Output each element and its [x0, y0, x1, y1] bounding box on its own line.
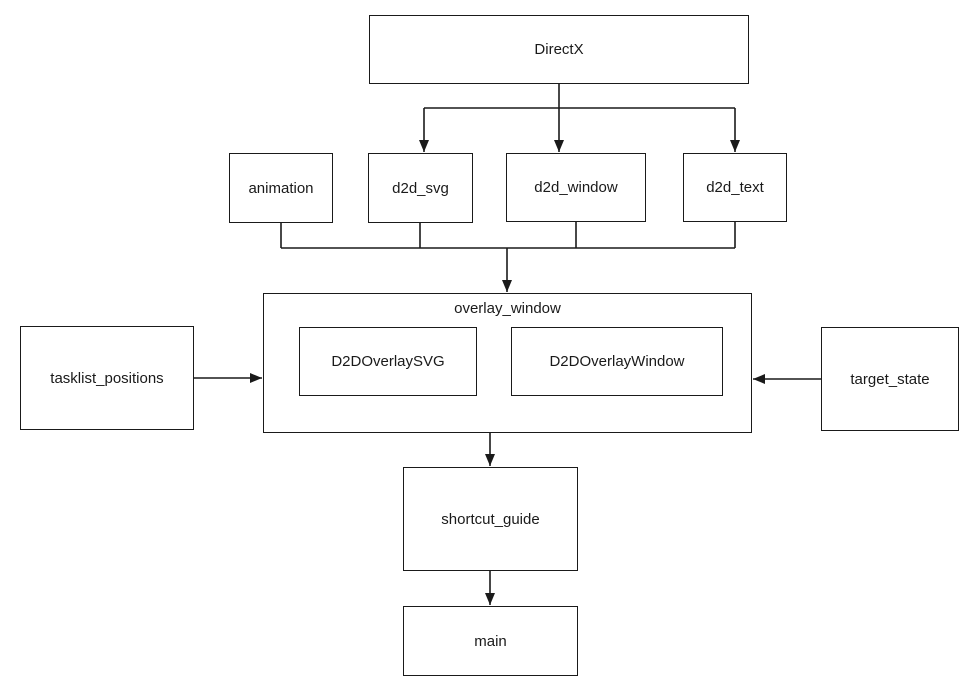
- node-directx: DirectX: [369, 15, 749, 84]
- edge-directx-fanout: [419, 84, 740, 152]
- node-target-state-label: target_state: [850, 370, 930, 388]
- node-d2d-overlay-window: D2DOverlayWindow: [511, 327, 723, 396]
- node-main: main: [403, 606, 578, 676]
- node-d2d-text-label: d2d_text: [706, 179, 764, 196]
- node-directx-label: DirectX: [534, 41, 584, 58]
- node-d2d-overlay-svg: D2DOverlaySVG: [299, 327, 477, 396]
- node-tasklist-positions-label: tasklist_positions: [50, 369, 164, 387]
- node-d2d-svg: d2d_svg: [368, 153, 473, 223]
- node-overlay-window-label: overlay_window: [454, 300, 561, 317]
- node-main-label: main: [474, 632, 507, 650]
- node-d2d-window: d2d_window: [506, 153, 646, 222]
- node-animation: animation: [229, 153, 333, 223]
- node-d2d-svg-label: d2d_svg: [392, 179, 449, 197]
- node-d2d-overlay-svg-label: D2DOverlaySVG: [331, 353, 445, 370]
- node-tasklist-positions: tasklist_positions: [20, 326, 194, 430]
- node-shortcut-guide: shortcut_guide: [403, 467, 578, 571]
- edge-row2-to-overlay-window: [280, 222, 736, 292]
- node-d2d-text: d2d_text: [683, 153, 787, 222]
- node-d2d-window-label: d2d_window: [534, 179, 618, 196]
- node-shortcut-guide-label: shortcut_guide: [441, 510, 540, 528]
- node-d2d-overlay-window-label: D2DOverlayWindow: [549, 353, 685, 370]
- node-animation-label: animation: [248, 179, 314, 197]
- node-target-state: target_state: [821, 327, 959, 431]
